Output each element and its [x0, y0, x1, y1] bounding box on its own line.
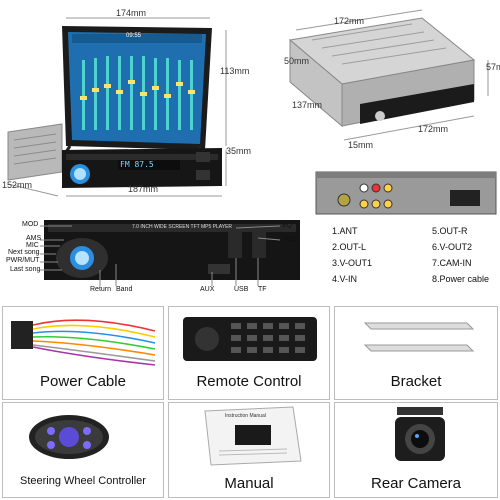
front-panel-drawing [40, 220, 300, 286]
rear-panel-view: 1.ANT 5.OUT-R 2.OUT-L 6.V-OUT2 3.V-OUT1 … [310, 160, 500, 300]
unit-front-view: 174mm 113mm 35mm 187mm 152mm 09:55 FM 87… [0, 0, 260, 200]
label-next: Next song [8, 249, 40, 256]
label-return: Return [90, 286, 112, 293]
pin-3: 3.V-OUT1 [332, 258, 373, 268]
tile-remote: Remote Control [168, 306, 330, 400]
eq-bars [80, 56, 195, 130]
caption-camera: Rear Camera [370, 475, 462, 492]
tile-camera: Rear Camera [334, 402, 498, 498]
bracket-icon [363, 322, 475, 352]
rear-panel-drawing [315, 171, 497, 215]
pin-4: 4.V-IN [332, 274, 358, 284]
steering-controller-icon [29, 415, 109, 459]
dim-base-height: 35mm [226, 146, 252, 156]
caption-bracket: Bracket [390, 373, 442, 390]
label-mod: MOD [22, 221, 39, 228]
caption-remote: Remote Control [196, 373, 302, 390]
label-disp: DISP [282, 236, 299, 243]
front-panel-view: 7.0 INCH WIDE SCREEN TFT MP5 PLAYER MOD … [0, 212, 310, 302]
pin-5: 5.OUT-R [432, 226, 468, 236]
dim-base-width: 187mm [128, 184, 159, 194]
dim-top-height2: 57mm [486, 62, 500, 72]
dim-top-height: 50mm [284, 56, 310, 66]
dim-top-width: 172mm [334, 16, 365, 26]
tile-bracket: Bracket [334, 306, 498, 400]
caption-manual: Manual [224, 475, 274, 492]
label-mic: MIC [26, 242, 39, 249]
tile-manual: Instruction Manual Manual [168, 402, 330, 498]
unit-top-view: 172mm 50mm 57mm 137mm 172mm 15mm [262, 0, 500, 160]
caption-steering: Steering Wheel Controller [20, 475, 146, 487]
unit-top-drawing [288, 9, 489, 141]
unit-front-drawing [7, 17, 227, 197]
label-pwr: PWR/MUT [6, 257, 40, 264]
dim-top-width2: 172mm [418, 124, 449, 134]
tile-power-cable: Power Cable [2, 306, 164, 400]
pin-2: 2.OUT-L [332, 242, 367, 252]
tile-steering: Steering Wheel Controller [2, 402, 164, 498]
pin-8: 8.Power cable [432, 274, 490, 284]
label-usb: USB [234, 286, 249, 293]
label-tf: TF [258, 286, 267, 293]
remote-icon [183, 317, 317, 361]
dim-depth: 152mm [2, 180, 33, 190]
pin-1: 1.ANT [332, 226, 358, 236]
label-eq: EQ [282, 222, 293, 229]
pin-6: 6.V-OUT2 [432, 242, 473, 252]
label-aux: AUX [200, 286, 215, 293]
label-last: Last song [10, 266, 41, 273]
dim-front-width: 174mm [116, 8, 147, 18]
camera-icon [395, 407, 445, 461]
manual-title: Instruction Manual [225, 413, 266, 419]
dim-top-depth: 137mm [292, 100, 323, 110]
dim-knob: 15mm [348, 140, 374, 150]
power-cable-icon [11, 319, 156, 366]
label-ams: AMS [26, 235, 42, 242]
label-band: Band [116, 286, 133, 293]
face-display: FM 87.5 [120, 160, 154, 169]
dim-screen-height: 113mm [220, 66, 250, 76]
caption-power-cable: Power Cable [40, 373, 126, 390]
pin-7: 7.CAM-IN [432, 258, 472, 268]
panel-strip-text: 7.0 INCH WIDE SCREEN TFT MP5 PLAYER [132, 224, 233, 230]
manual-icon [204, 406, 302, 466]
screen-time: 09:55 [126, 33, 142, 39]
